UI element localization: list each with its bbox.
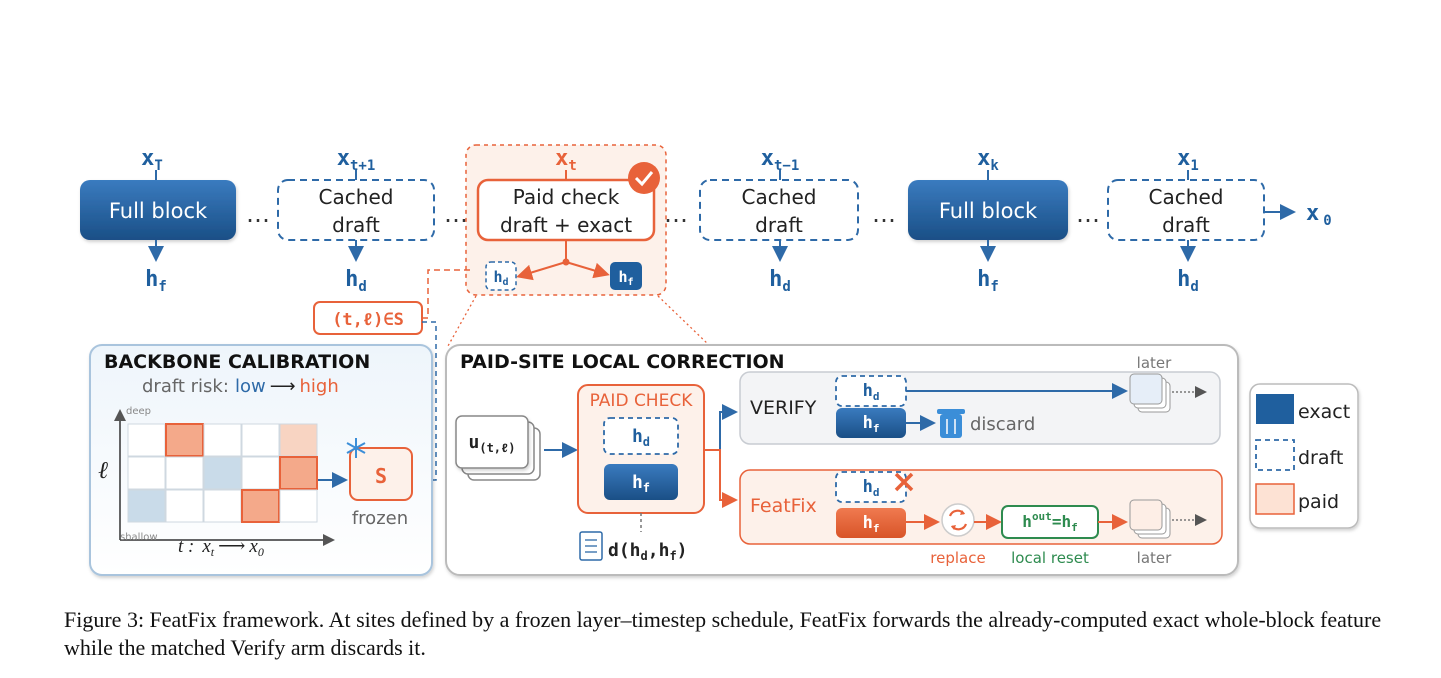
svg-text:paid: paid: [1298, 491, 1339, 513]
svg-text:Full block: Full block: [939, 199, 1038, 223]
schedule-symbol: S: [375, 464, 387, 488]
svg-text:hd: hd: [345, 267, 367, 295]
replace-icon: [941, 503, 975, 537]
svg-text:xk: xk: [977, 146, 999, 174]
later-stack-top: [1129, 373, 1163, 405]
svg-text:replace: replace: [930, 549, 985, 567]
svg-text:hf: hf: [618, 268, 633, 288]
svg-text:hout=hf: hout=hf: [1022, 510, 1077, 534]
svg-text:hd: hd: [769, 267, 791, 295]
svg-text:discard: discard: [970, 414, 1035, 435]
heatmap-cell: [203, 489, 242, 523]
snowflake-icon: [346, 438, 366, 458]
svg-text:t :xt⟶x0: t :xt⟶x0: [178, 536, 264, 559]
svg-text:hf: hf: [977, 267, 999, 295]
legend-swatch-paid: [1255, 483, 1295, 515]
svg-text:shallow: shallow: [120, 532, 158, 543]
svg-text:xt−1: xt−1: [761, 146, 800, 174]
heatmap-cell: [241, 489, 280, 523]
timeline-block-paid: xt Paid check draft + exact hd hf: [465, 144, 667, 296]
svg-text:draft + exact: draft + exact: [500, 213, 632, 237]
heatmap-cell: [165, 456, 204, 490]
trash-icon: [937, 409, 965, 438]
svg-text:…: …: [246, 200, 270, 228]
svg-text:hd: hd: [632, 426, 650, 449]
heatmap-cell: [127, 423, 166, 457]
later-stack-bottom: [1129, 499, 1163, 531]
timeline-block-5: xk Full block hf: [908, 146, 1068, 295]
svg-text:…: …: [1076, 200, 1100, 228]
svg-text:BACKBONE CALIBRATION: BACKBONE CALIBRATION: [104, 351, 370, 373]
svg-text:later: later: [1137, 549, 1172, 567]
timeline-block-2: xt+1 Cached draft hd: [277, 146, 435, 295]
svg-text:Cached: Cached: [1149, 185, 1224, 209]
svg-text:xt+1: xt+1: [337, 146, 376, 174]
figure-caption: Figure 3: FeatFix framework. At sites de…: [64, 607, 1382, 660]
heatmap-cell: [127, 489, 166, 523]
svg-text:hf: hf: [145, 267, 167, 295]
heatmap-cell: [279, 423, 318, 457]
svg-text:deep: deep: [126, 406, 151, 417]
svg-text:xt: xt: [555, 146, 577, 174]
svg-text:draft risk:low⟶high: draft risk:low⟶high: [142, 376, 339, 397]
svg-text:Cached: Cached: [319, 185, 394, 209]
timeline-block-6: x1 Cached draft hd: [1107, 146, 1265, 295]
svg-text:xT: xT: [141, 146, 163, 174]
svg-text:Full block: Full block: [109, 199, 208, 223]
svg-text:hd: hd: [863, 477, 880, 499]
legend-swatch-exact: [1256, 394, 1294, 424]
heatmap-cell: [279, 489, 318, 523]
heatmap-cell: [127, 456, 166, 490]
svg-text:later: later: [1137, 354, 1172, 372]
svg-text:PAID-SITE LOCAL CORRECTION: PAID-SITE LOCAL CORRECTION: [460, 351, 785, 373]
timeline-block-1: xT Full block hf: [80, 146, 236, 295]
svg-text:hf: hf: [632, 472, 650, 495]
risk-heatmap: [127, 423, 318, 523]
heatmap-cell: [203, 423, 242, 457]
svg-text:Cached: Cached: [742, 185, 817, 209]
svg-text:exact: exact: [1298, 401, 1350, 423]
heatmap-cell: [165, 423, 204, 457]
heatmap-cell: [241, 456, 280, 490]
distance-label: d(hd,hf): [608, 540, 688, 563]
svg-text:local reset: local reset: [1011, 549, 1089, 567]
svg-text:PAID CHECK: PAID CHECK: [590, 391, 694, 411]
svg-text:(t,ℓ)∈S: (t,ℓ)∈S: [332, 310, 404, 330]
calibration-panel: BACKBONE CALIBRATION draft risk:low⟶high…: [89, 344, 433, 576]
cross-icon: [894, 472, 914, 492]
svg-text:hf: hf: [863, 513, 880, 535]
svg-text:Paid check: Paid check: [513, 185, 620, 209]
svg-text:ℓ: ℓ: [98, 458, 108, 484]
svg-text:…: …: [872, 200, 896, 228]
svg-text:hf: hf: [863, 413, 880, 435]
heatmap-cell: [241, 423, 280, 457]
svg-text:hd: hd: [493, 268, 508, 288]
correction-panel: PAID-SITE LOCAL CORRECTION u(t,ℓ) PAID C…: [445, 344, 1239, 576]
svg-text:VERIFY: VERIFY: [750, 397, 817, 419]
check-icon: [628, 162, 660, 194]
timeline-block-4: xt−1 Cached draft hd: [699, 146, 859, 295]
svg-text:…: …: [664, 200, 688, 228]
svg-text:frozen: frozen: [352, 508, 408, 529]
heatmap-cell: [203, 456, 242, 490]
heatmap-cell: [279, 456, 318, 490]
legend: exact draft paid: [1249, 383, 1359, 529]
document-icon: [579, 531, 603, 561]
svg-text:draft: draft: [1162, 213, 1210, 237]
legend-swatch-draft: [1255, 439, 1295, 471]
svg-text:FeatFix: FeatFix: [750, 495, 817, 517]
svg-text:draft: draft: [1298, 447, 1343, 469]
svg-text:x1: x1: [1177, 146, 1199, 174]
u-input: u(t,ℓ): [469, 432, 516, 455]
heatmap-cell: [165, 489, 204, 523]
svg-text:draft: draft: [755, 213, 803, 237]
svg-text:draft: draft: [332, 213, 380, 237]
svg-text:…: …: [444, 200, 468, 228]
svg-text:hd: hd: [863, 381, 880, 403]
svg-text:hd: hd: [1177, 267, 1199, 295]
